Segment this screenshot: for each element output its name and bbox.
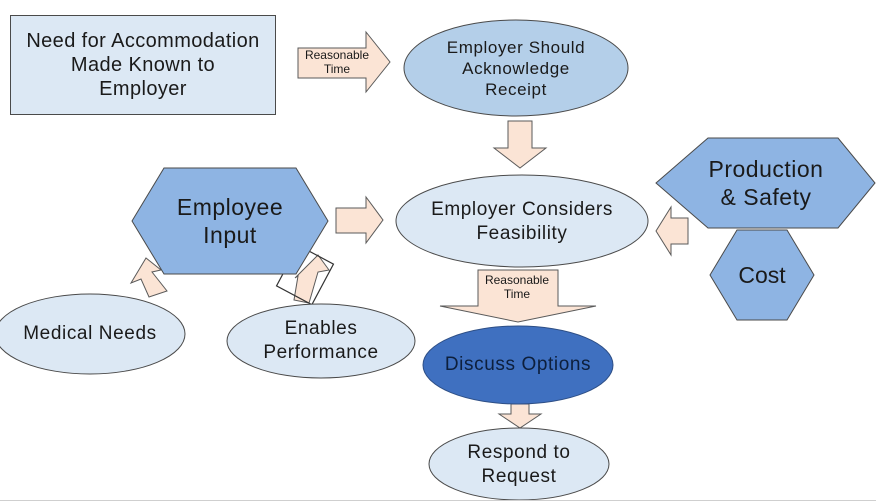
- discuss-options-ellipse: [422, 325, 614, 405]
- enables-performance-ellipse: [226, 303, 416, 379]
- employee-input-hexagon: [131, 167, 329, 275]
- respond-ellipse: [428, 427, 610, 501]
- left-arrow-production: [655, 205, 689, 257]
- divider: [0, 500, 876, 501]
- acknowledge-ellipse: [403, 19, 629, 117]
- considers-ellipse: [395, 174, 649, 268]
- up-arrow-medical-needs: [129, 257, 168, 298]
- medical-needs-ellipse: [0, 293, 186, 375]
- accommodation-need-box: Need for Accommodation Made Known to Emp…: [10, 15, 276, 115]
- right-arrow-employee-input: [335, 195, 384, 245]
- down-arrow-discuss: [497, 403, 543, 429]
- production-safety-hexagon: [655, 137, 876, 229]
- reasonable-time-arrow-top: [297, 30, 391, 94]
- down-arrow-acknowledge: [492, 120, 548, 169]
- cost-hexagon: [709, 229, 815, 321]
- reasonable-time-arrow-mid: [439, 269, 597, 323]
